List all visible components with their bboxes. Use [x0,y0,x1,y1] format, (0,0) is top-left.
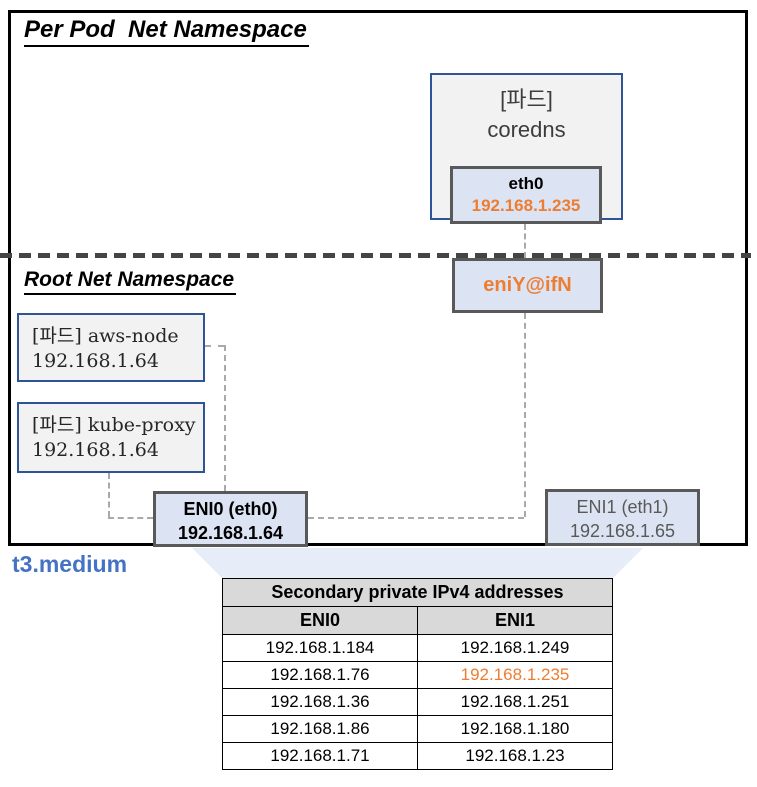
table-col-eni0: ENI0 [222,606,418,635]
node-boundary-box [8,10,748,546]
table-col-eni1: ENI1 [417,606,613,635]
table-row: 192.168.1.71 192.168.1.23 [222,742,613,770]
secondary-ip-table: Secondary private IPv4 addresses ENI0 EN… [222,578,613,770]
table-cell: 192.168.1.71 [222,742,418,770]
aws-node-pod-box: [파드] aws-node 192.168.1.64 [17,313,205,382]
table-cell: 192.168.1.180 [417,715,613,743]
root-namespace-title-wrap: Root Net Namespace [24,268,237,295]
connector-kubeproxy-to-eni0 [108,517,153,519]
table-cell: 192.168.1.76 [222,661,418,689]
aws-node-pod-name: [파드] aws-node [32,325,179,347]
table-cell-highlighted: 192.168.1.235 [417,661,613,689]
instance-type-label: t3.medium [12,551,128,577]
eni0-ip: 192.168.1.64 [177,523,284,544]
table-cell: 192.168.1.23 [417,742,613,770]
connector-veth-to-eni0 [308,517,524,519]
coredns-eth0-ip: 192.168.1.235 [471,196,581,216]
kube-proxy-pod-name: [파드] kube-proxy [32,414,196,436]
coredns-pod-label-ko: [파드] [500,87,553,112]
aws-node-pod-ip: 192.168.1.64 [32,350,159,373]
coredns-eth0-box: eth0 192.168.1.235 [450,166,602,224]
table-row: 192.168.1.36 192.168.1.251 [222,688,613,716]
connector-kubeproxy-down [108,473,110,517]
table-cell: 192.168.1.251 [417,688,613,716]
table-row: 192.168.1.184 192.168.1.249 [222,634,613,662]
eni1-ip: 192.168.1.65 [569,521,676,542]
table-cell: 192.168.1.86 [222,715,418,743]
coredns-pod-name: coredns [487,116,566,142]
table-title: Secondary private IPv4 addresses [222,578,613,607]
table-cell: 192.168.1.184 [222,634,418,662]
table-row: 192.168.1.86 192.168.1.180 [222,715,613,743]
eni0-box: ENI0 (eth0) 192.168.1.64 [153,491,308,547]
eni1-name: ENI1 (eth1) [576,497,669,517]
coredns-eth0-name: eth0 [508,174,544,193]
connector-awsnode-to-eni0 [224,345,226,491]
eni1-box: ENI1 (eth1) 192.168.1.65 [545,489,700,546]
kube-proxy-pod-box: [파드] kube-proxy 192.168.1.64 [17,402,205,473]
kube-proxy-pod-ip: 192.168.1.64 [32,439,159,462]
eni0-name: ENI0 (eth0) [183,499,278,519]
connector-awsnode-out [205,345,224,347]
root-namespace-title: Root Net Namespace [24,268,237,295]
per-pod-namespace-title: Per Pod Net Namespace [24,16,309,47]
table-cell: 192.168.1.249 [417,634,613,662]
table-cell: 192.168.1.36 [222,688,418,716]
per-pod-namespace-title-wrap: Per Pod Net Namespace [24,16,309,47]
connector-veth-down [524,313,526,517]
namespace-divider-line [0,253,751,258]
veth-eniy-box: eniY@ifN [452,258,603,313]
table-row: 192.168.1.76 192.168.1.235 [222,661,613,689]
connector-eth0-to-veth [524,224,526,258]
